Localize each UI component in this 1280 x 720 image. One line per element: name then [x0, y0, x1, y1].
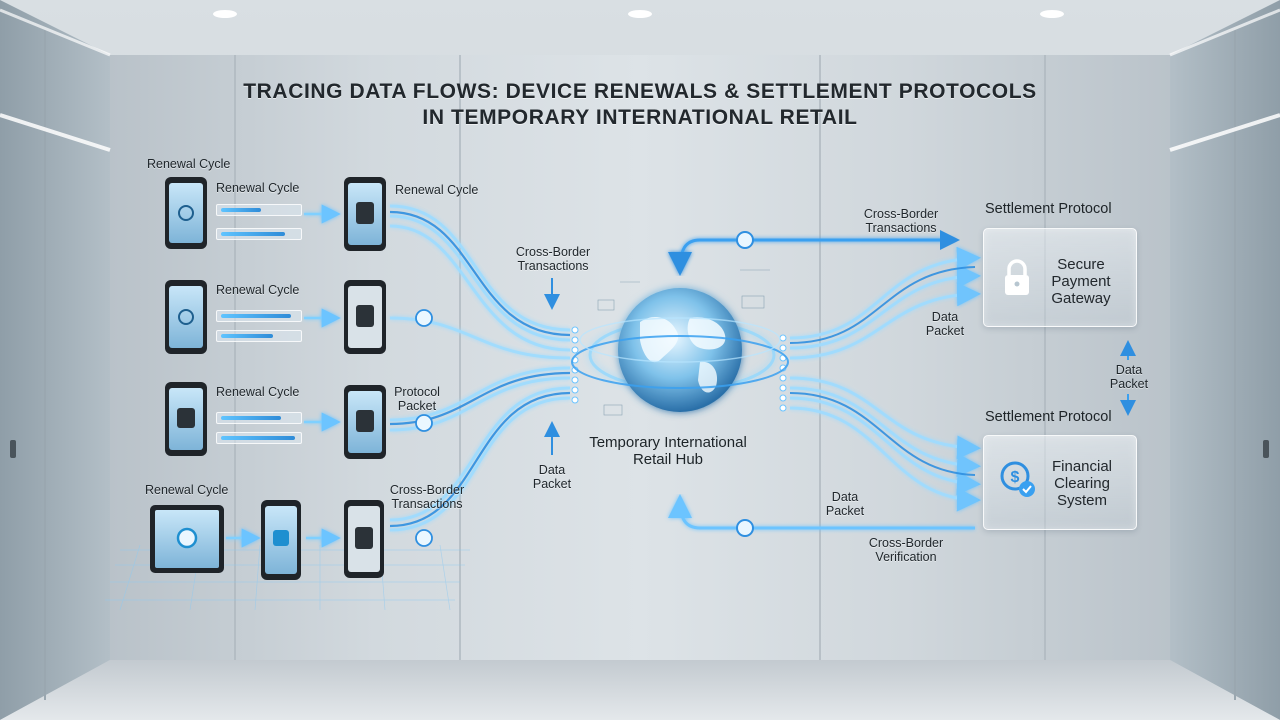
flow-line: [789, 386, 981, 478]
flow-line: [389, 204, 571, 332]
progress-bar: [216, 310, 302, 322]
node-dot: [571, 346, 579, 354]
bottom-transfer-icon: [736, 519, 754, 537]
bottom-transfer-icon: [736, 231, 754, 249]
tablet-device: [150, 505, 224, 573]
page-subtitle: IN TEMPORARY INTERNATIONAL RETAIL: [422, 106, 858, 129]
secure-payment-gateway-panel: Secure Payment Gateway: [983, 228, 1137, 327]
node-dot: [779, 384, 787, 392]
flow-line: [389, 214, 571, 342]
renewal-cycle-label: Renewal Cycle: [216, 385, 300, 399]
flow-line: [389, 396, 571, 532]
data-packet-label: Data Packet: [825, 490, 865, 518]
node-dot: [571, 376, 579, 384]
phone-device: [344, 500, 384, 578]
page-title: TRACING DATA FLOWS: DEVICE RENEWALS & SE…: [243, 80, 1037, 103]
flow-line: [789, 282, 981, 360]
packet-icon: [415, 309, 433, 327]
flow-line: [789, 264, 981, 350]
cross-border-transactions-label: Cross-Border Transactions: [863, 207, 939, 235]
node-dot: [571, 396, 579, 404]
cross-border-transactions-label: Cross-Border Transactions: [389, 483, 465, 511]
packet-icon: [415, 414, 433, 432]
phone-device: [344, 385, 386, 459]
protocol-packet-label: Protocol Packet: [394, 385, 440, 413]
phone-device: [165, 382, 207, 456]
node-dot: [779, 344, 787, 352]
flow-line: [389, 366, 571, 422]
renewal-cycle-label: Renewal Cycle: [216, 181, 300, 195]
progress-bar: [216, 412, 302, 424]
progress-bar: [216, 204, 302, 216]
hub-label: Temporary International Retail Hub: [589, 434, 747, 468]
financial-clearing-system-panel: $ Financial Clearing System: [983, 435, 1137, 530]
progress-bar: [216, 330, 302, 342]
phone-device: [344, 177, 386, 251]
phone-device: [344, 280, 386, 354]
flow-line: [789, 376, 981, 460]
flow-line: [389, 210, 571, 337]
flow-line: [789, 406, 981, 512]
lock-icon: [1005, 259, 1029, 295]
flow-line: [789, 246, 981, 340]
node-dot: [571, 326, 579, 334]
node-dot: [571, 336, 579, 344]
renewal-cycle-label: Renewal Cycle: [395, 183, 479, 197]
renewal-cycle-label: Renewal Cycle: [147, 157, 231, 171]
secure-payment-gateway-label: Secure Payment Gateway: [1051, 256, 1111, 307]
flow-line: [389, 376, 571, 432]
flow-line: [789, 392, 976, 476]
progress-bar: [216, 432, 302, 444]
progress-bar: [216, 228, 302, 240]
cross-border-verification-label: Cross-Border Verification: [868, 536, 944, 564]
cross-border-transactions-label: Cross-Border Transactions: [515, 245, 591, 273]
node-dot: [779, 374, 787, 382]
flow-line: [389, 224, 571, 352]
settlement-protocol-heading: Settlement Protocol: [985, 201, 1112, 217]
data-packet-label: Data Packet: [532, 463, 572, 491]
renewal-cycle-label: Renewal Cycle: [145, 483, 229, 497]
flow-line: [389, 391, 571, 528]
phone-device: [165, 177, 207, 249]
svg-text:$: $: [1011, 469, 1020, 486]
bottom-return-arrow: [668, 494, 975, 530]
packet-icon: [415, 529, 433, 547]
node-dot: [779, 404, 787, 412]
node-dot: [779, 394, 787, 402]
flow-line: [789, 266, 976, 344]
settlement-protocol-heading: Settlement Protocol: [985, 409, 1112, 425]
flow-line: [389, 386, 571, 522]
data-packet-label: Data Packet: [1109, 363, 1149, 391]
phone-device: [261, 500, 301, 580]
dollar-check-icon: $: [1000, 461, 1035, 497]
flow-line: [789, 396, 981, 496]
top-return-arrow: [668, 238, 955, 276]
node-dot: [571, 386, 579, 394]
renewal-cycle-label: Renewal Cycle: [216, 283, 300, 297]
financial-clearing-system-label: Financial Clearing System: [1051, 458, 1113, 509]
data-packet-label: Data Packet: [925, 310, 965, 338]
phone-device: [165, 280, 207, 354]
